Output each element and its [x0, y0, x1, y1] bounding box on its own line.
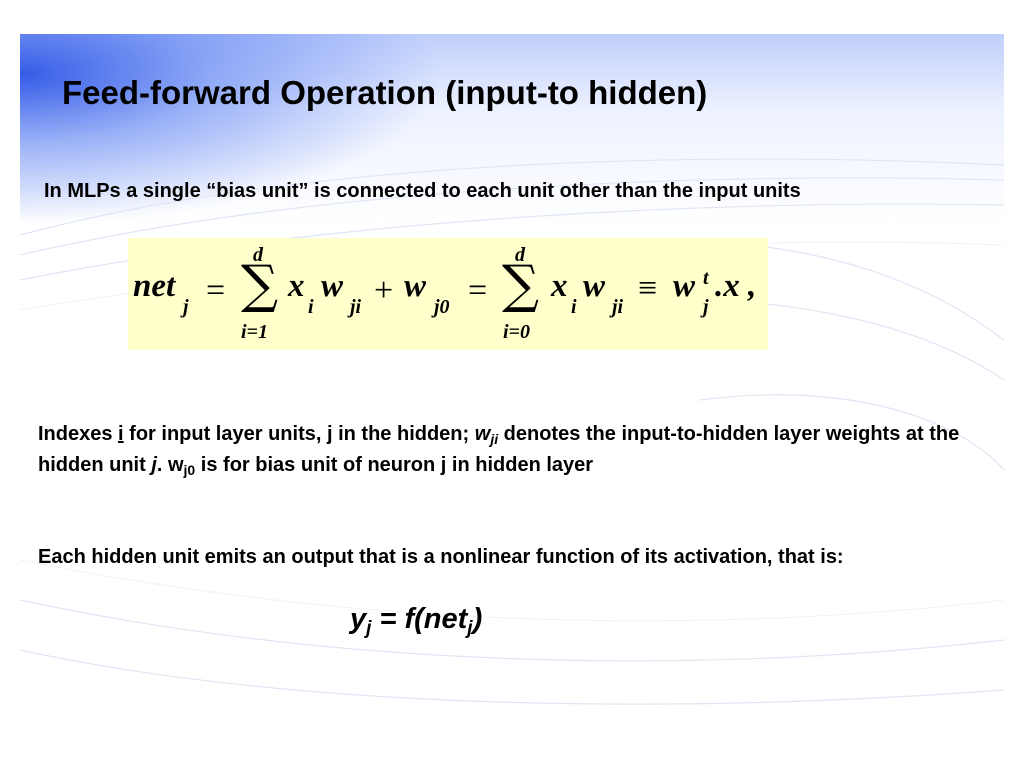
para1-text-6: is for bias unit of neuron — [195, 454, 441, 476]
output-equation: yj = f(netj) — [350, 603, 483, 639]
para1-text-5: . w — [156, 454, 184, 476]
formula-box: net j = d ∑ i=1 x i w ji + w j0 = d ∑ i=… — [128, 238, 768, 350]
formula-w-4-superscript: t — [703, 267, 709, 289]
output-y-subscript: j — [366, 618, 372, 639]
formula-dot-x: .x — [715, 268, 740, 304]
sum1-upper-limit: d — [253, 244, 263, 266]
sum1-sigma-icon: ∑ — [241, 255, 279, 315]
para1-weight-w: w — [474, 423, 491, 445]
header-gradient-band — [20, 34, 1004, 224]
formula-w-4-subscript: j — [703, 296, 709, 318]
para1-index-i: i — [118, 423, 124, 445]
para1-index-j: j — [326, 423, 333, 445]
activation-description: Each hidden unit emits an output that is… — [38, 546, 844, 568]
sum2-lower-limit: i=0 — [503, 321, 530, 343]
para1-bias-subscript: j0 — [183, 462, 196, 478]
formula-w-4: w — [673, 268, 696, 304]
formula-net: net — [133, 268, 176, 304]
formula-net-subscript: j — [183, 296, 189, 318]
formula-equals-1: = — [206, 272, 226, 309]
para1-text-4: denotes the input-to-hidden layer weight… — [38, 423, 960, 476]
sum2-upper-limit: d — [515, 244, 525, 266]
formula-w-1-subscript: ji — [350, 296, 362, 318]
formula-w-3-subscript: ji — [612, 296, 624, 318]
output-close-paren: ) — [472, 603, 483, 635]
para1-text-3: in the hidden; — [332, 423, 475, 445]
formula-comma: , — [748, 268, 757, 304]
sum2-sigma-icon: ∑ — [502, 255, 540, 315]
formula-x-1: x — [288, 268, 305, 304]
para1-weight-subscript: ji — [490, 431, 499, 447]
slide-title: Feed-forward Operation (input-to hidden) — [62, 74, 708, 111]
formula-w-3: w — [583, 268, 606, 304]
formula-w-1: w — [321, 268, 344, 304]
formula-plus: + — [374, 272, 394, 309]
intro-text: In MLPs a single “bias unit” is connecte… — [44, 180, 801, 202]
para1-text-2: for input layer units, — [123, 423, 327, 445]
formula-equals-2: = — [468, 272, 488, 309]
index-description: Indexes i for input layer units, j in th… — [38, 419, 1008, 481]
output-function: = f(net — [371, 603, 468, 635]
output-net-subscript: j — [467, 618, 473, 639]
sum1-lower-limit: i=1 — [241, 321, 268, 343]
formula-w-2: w — [404, 268, 427, 304]
para1-text-1: Indexes — [38, 423, 119, 445]
formula-x-2: x — [551, 268, 568, 304]
para1-hidden-unit-j: j — [151, 454, 157, 476]
formula-w-2-subscript: j0 — [434, 296, 450, 318]
formula-x-1-subscript: i — [308, 296, 314, 318]
output-y: y — [350, 603, 367, 635]
para1-text-7: in hidden layer — [446, 454, 594, 476]
formula-equiv: ≡ — [638, 270, 658, 307]
para1-neuron-j: j — [440, 454, 447, 476]
formula-x-2-subscript: i — [571, 296, 577, 318]
